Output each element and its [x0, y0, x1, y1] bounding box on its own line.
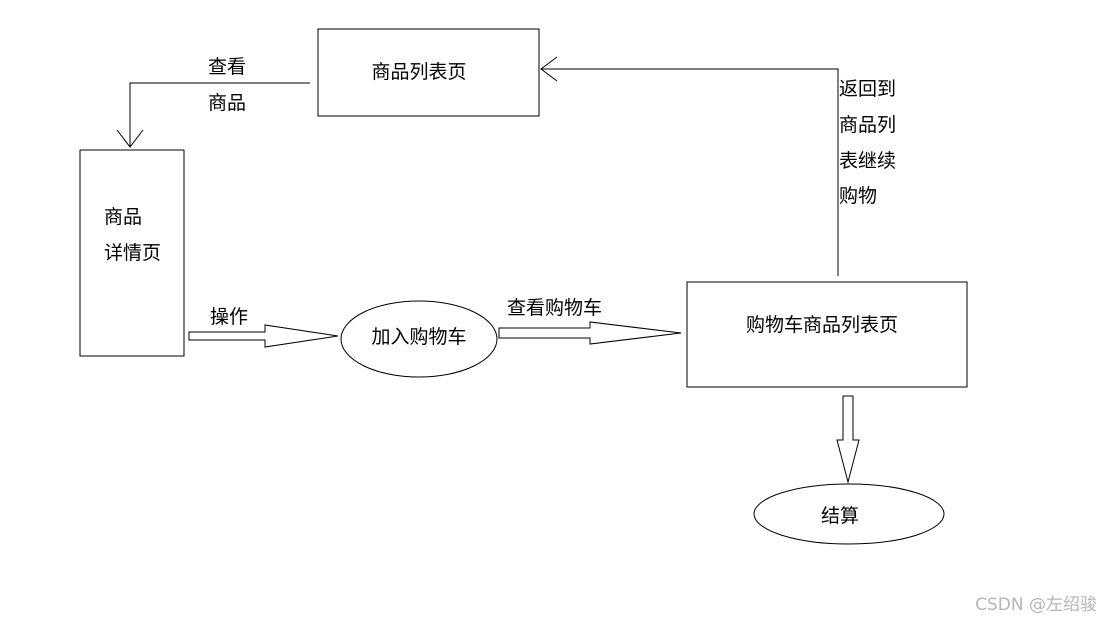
- checkout-ellipse: [753, 483, 945, 545]
- cart-list-label: 购物车商品列表页: [746, 314, 898, 336]
- return-list-label-line-1: 返回到: [839, 78, 896, 100]
- edge-view-cart: 查看购物车: [498, 297, 682, 345]
- product-detail-label-line-2: 详情页: [104, 242, 161, 264]
- view-cart-label: 查看购物车: [507, 297, 602, 319]
- add-to-cart-label: 加入购物车: [371, 326, 466, 348]
- product-list-label: 商品列表页: [371, 61, 466, 83]
- checkout-block-arrow: [836, 395, 860, 484]
- view-product-line: [129, 82, 310, 147]
- node-product-detail: 商品 详情页: [79, 149, 185, 357]
- cart-list-box: [686, 281, 968, 388]
- product-detail-label-line-1: 商品: [104, 206, 142, 228]
- add-to-cart-ellipse: [340, 300, 498, 378]
- return-list-label-line-4: 购物: [839, 185, 877, 207]
- edge-to-checkout: [836, 395, 860, 484]
- edge-operate: 操作: [188, 306, 339, 348]
- edge-view-product: 查看 商品: [116, 56, 310, 148]
- return-list-label-line-3: 表继续: [839, 150, 896, 172]
- view-product-arrowhead: [116, 129, 144, 148]
- checkout-label: 结算: [821, 505, 859, 527]
- view-cart-block-arrow: [498, 321, 682, 345]
- node-add-to-cart: 加入购物车: [340, 300, 498, 378]
- node-checkout: 结算: [753, 483, 945, 545]
- edge-return-list: 返回到 商品列 表继续 购物: [540, 56, 896, 276]
- operate-label: 操作: [210, 306, 248, 328]
- return-list-arrowhead: [540, 56, 558, 82]
- product-list-box: [317, 28, 540, 117]
- node-cart-list: 购物车商品列表页: [686, 281, 968, 388]
- product-detail-box: [79, 149, 185, 357]
- node-product-list: 商品列表页: [317, 28, 540, 117]
- view-product-label-line-2: 商品: [208, 92, 246, 114]
- watermark: CSDN @左绍骏: [975, 595, 1097, 615]
- operate-block-arrow: [188, 324, 339, 348]
- return-list-label-line-2: 商品列: [839, 114, 896, 136]
- view-product-label-line-1: 查看: [208, 56, 246, 78]
- return-list-line: [541, 68, 839, 276]
